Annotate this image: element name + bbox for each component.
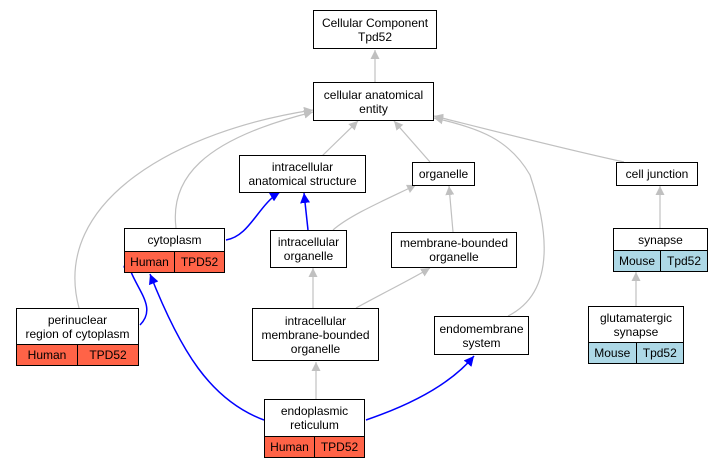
- species-cell: Human: [27, 348, 67, 362]
- edge-er-to-endomembrane-blue: [365, 355, 475, 421]
- edge-cytoplasm-to-ias-blue: [225, 191, 281, 241]
- node-cytoplasm[interactable]: cytoplasm Human TPD52: [124, 228, 225, 273]
- gene-cell: Tpd52: [660, 251, 707, 271]
- gene-cell: TPD52: [174, 252, 224, 272]
- gene-cell: Tpd52: [635, 343, 684, 363]
- node-cell-junction[interactable]: cell junction: [616, 162, 698, 186]
- edge-perinuclear-to-cae: [74, 106, 314, 309]
- node-organelle[interactable]: organelle: [412, 162, 475, 186]
- gene-cell: TPD52: [314, 437, 364, 457]
- edge-ias-to-cae: [321, 120, 359, 157]
- annotation-row: Mouse Tpd52: [614, 250, 707, 271]
- edge-endomembrane-to-cae: [433, 115, 545, 317]
- node-label: cell junction: [625, 167, 689, 181]
- species-cell: Human: [270, 440, 309, 454]
- edge-io-to-organelle: [332, 184, 417, 231]
- edge-er-to-cytoplasm-blue: [149, 273, 265, 421]
- annotation-row: Mouse Tpd52: [589, 342, 683, 363]
- annotation-row: Human TPD52: [265, 436, 364, 457]
- edge-celljunction-to-cae: [433, 113, 625, 163]
- edge-organelle-to-cae: [393, 120, 431, 163]
- node-label: organelle: [418, 167, 469, 181]
- node-label: cytoplasm: [147, 233, 202, 247]
- edge-io-to-ias-blue: [300, 192, 311, 231]
- species-cell: Mouse: [594, 346, 631, 360]
- species-cell: Mouse: [618, 254, 656, 268]
- annotation-row: Human TPD52: [125, 251, 224, 272]
- edge-mbo-to-organelle: [445, 185, 455, 233]
- annotation-row: Human TPD52: [17, 344, 138, 365]
- node-label: synapse: [638, 232, 683, 247]
- edge-imbo-to-mbo: [355, 267, 431, 309]
- gene-cell: TPD52: [77, 345, 138, 365]
- species-cell: Human: [130, 255, 169, 269]
- edge-cytoplasm-to-cae: [174, 109, 314, 229]
- node-synapse[interactable]: synapse Mouse Tpd52: [613, 228, 708, 272]
